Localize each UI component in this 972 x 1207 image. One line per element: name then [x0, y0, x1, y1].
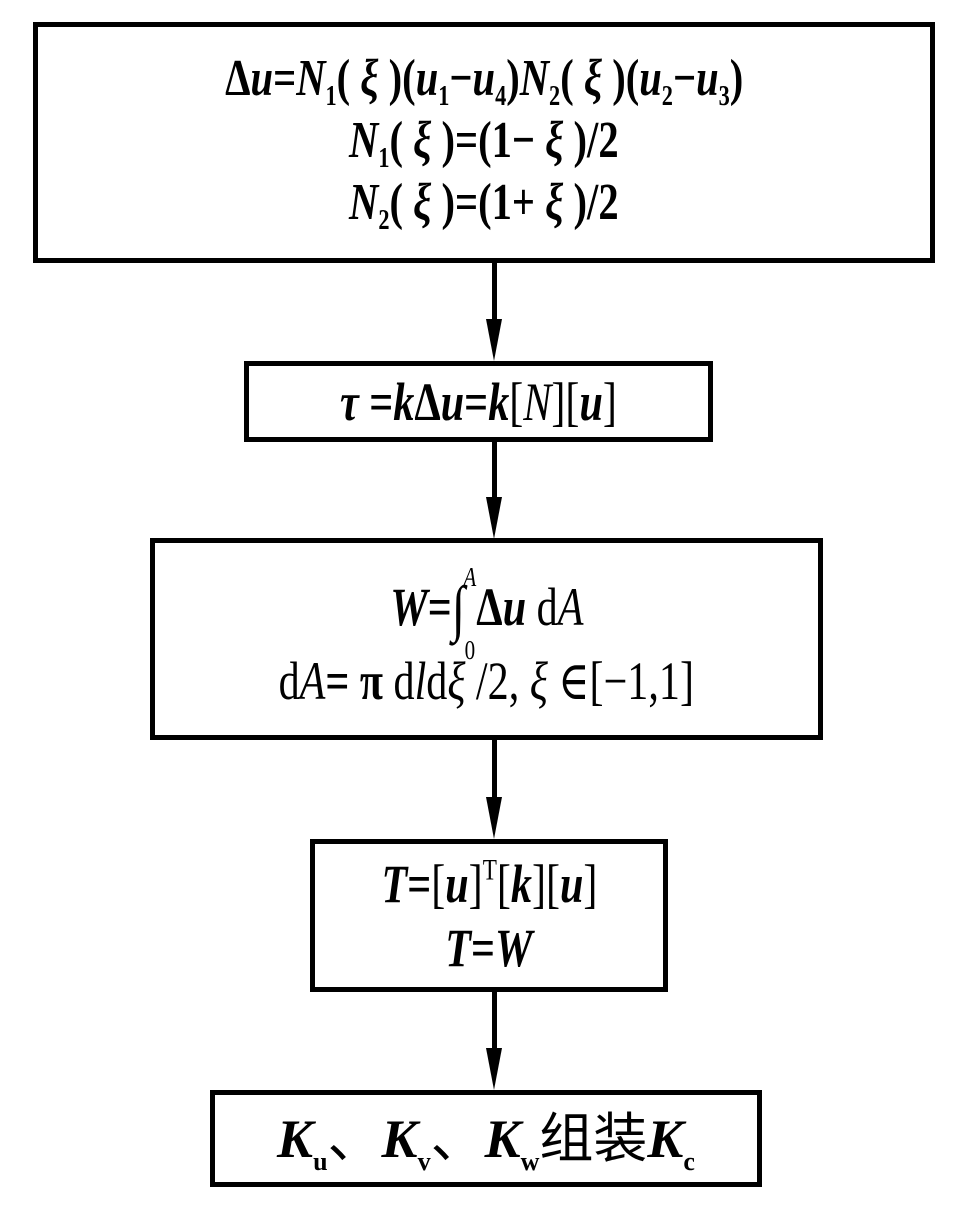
arrow-head-icon: [486, 319, 502, 361]
equation-da: dA= π dldξ /2, ξ ∈[−1,1]: [278, 650, 695, 711]
node-assembly: Ku、Kv、Kw组装Kc: [210, 1090, 762, 1187]
equation-t-matrix: T=[u]T[k][u]: [380, 853, 597, 914]
equation-n1: N1( ξ )=(1− ξ )/2: [349, 111, 619, 174]
arrow-head-icon: [486, 497, 502, 539]
equation-n2: N2( ξ )=(1+ ξ )/2: [349, 173, 619, 236]
node-energy: T=[u]T[k][u] T=W: [310, 839, 668, 992]
equation-delta-u: Δu=N1( ξ )(u1−u4)N2( ξ )(u2−u3): [224, 49, 744, 112]
arrow-shaft: [492, 740, 497, 802]
node-shear-stress: τ =kΔu=k[N][u]: [244, 361, 713, 442]
arrow-down-4: [486, 992, 502, 1090]
node-shape-functions: Δu=N1( ξ )(u1−u4)N2( ξ )(u2−u3) N1( ξ )=…: [33, 22, 935, 263]
arrow-head-icon: [486, 1048, 502, 1090]
equation-tau: τ =kΔu=k[N][u]: [340, 371, 617, 432]
arrow-down-1: [486, 263, 502, 361]
arrow-shaft: [492, 442, 497, 502]
arrow-shaft: [492, 263, 497, 323]
arrow-shaft: [492, 992, 497, 1052]
arrow-down-3: [486, 740, 502, 839]
equation-assembly: Ku、Kv、Kw组装Kc: [277, 1106, 695, 1176]
equation-t-equals-w: T=W: [445, 917, 533, 978]
arrow-down-2: [486, 442, 502, 539]
arrow-head-icon: [486, 797, 502, 839]
